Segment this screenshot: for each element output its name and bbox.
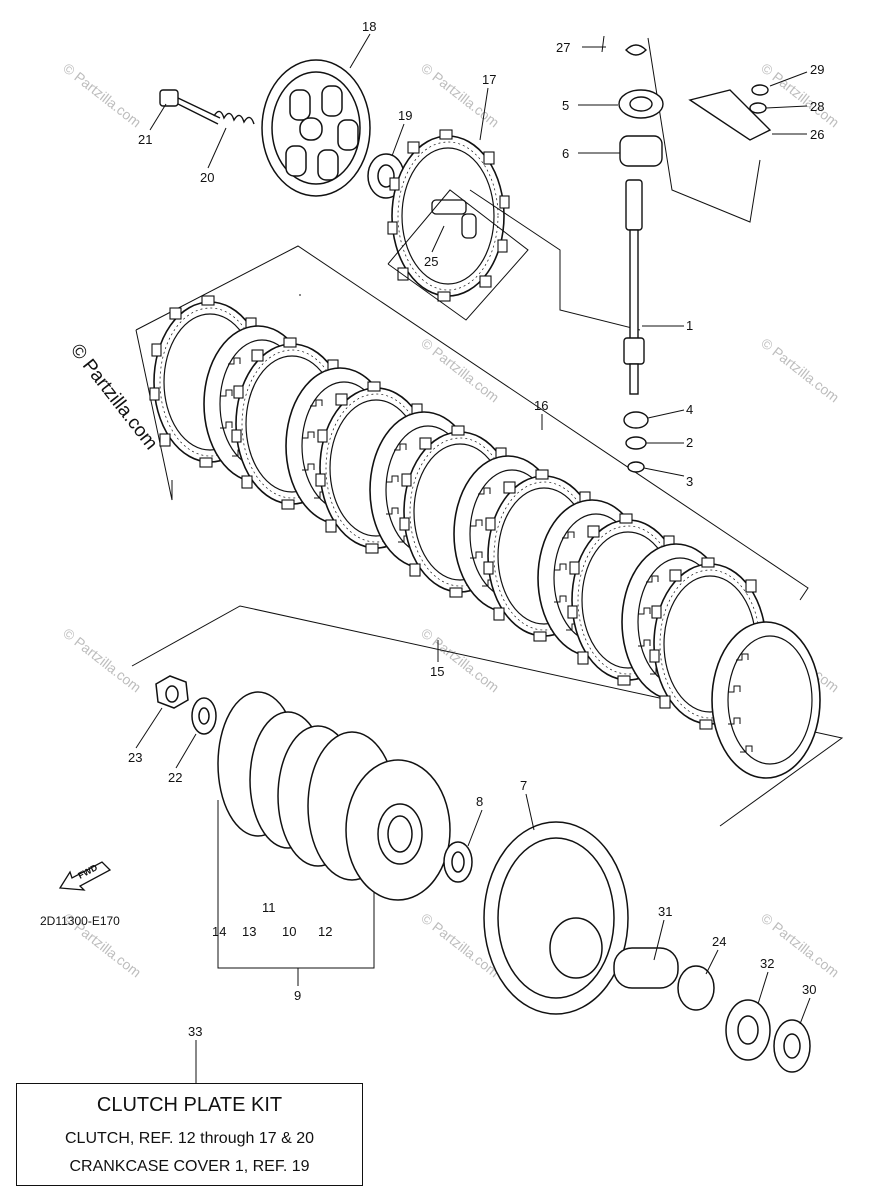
watermark: © Partzilla.com	[758, 60, 842, 131]
callout-9: 9	[294, 988, 301, 1003]
callout-29: 29	[810, 62, 824, 77]
watermark: © Partzilla.com	[418, 60, 502, 131]
callout-33: 33	[188, 1024, 202, 1039]
watermark-large: © Partzilla.com	[66, 340, 161, 454]
callout-numbers: 1 2 3 4 5 6 7 8 9 10 11 12 13 14 15 16 1…	[128, 19, 824, 1039]
callout-12: 12	[318, 924, 332, 939]
callout-31: 31	[658, 904, 672, 919]
callout-2: 2	[686, 435, 693, 450]
clutch-boss	[217, 691, 473, 901]
assembly-lines	[131, 35, 844, 969]
watermark: © Partzilla.com	[60, 60, 144, 131]
callout-23: 23	[128, 750, 142, 765]
callout-16: 16	[534, 398, 548, 413]
callout-15: 15	[430, 664, 444, 679]
callout-21: 21	[138, 132, 152, 147]
watermark: © Partzilla.com	[418, 625, 502, 696]
watermark: © Partzilla.com	[60, 625, 144, 696]
kit-line-1: CLUTCH, REF. 12 through 17 & 20	[64, 1130, 314, 1147]
pressure-plate	[261, 59, 371, 197]
clutch-plate-kit-box: CLUTCH PLATE KIT CLUTCH, REF. 12 through…	[16, 1083, 363, 1186]
leader-lines	[135, 33, 811, 1083]
callout-4: 4	[686, 402, 693, 417]
push-shaft	[618, 44, 772, 473]
kit-title: CLUTCH PLATE KIT	[96, 1094, 283, 1116]
callout-10: 10	[282, 924, 296, 939]
callout-28: 28	[810, 99, 824, 114]
callout-26: 26	[810, 127, 824, 142]
diagram-code: 2D11300-E170	[40, 914, 120, 928]
primary-driven-gear	[483, 821, 811, 1073]
fwd-arrow-icon: FWD	[58, 861, 112, 891]
callout-13: 13	[242, 924, 256, 939]
watermark: © Partzilla.com	[758, 335, 842, 406]
watermark: © Partzilla.com	[418, 335, 502, 406]
bolt-and-spring	[159, 89, 255, 125]
callout-20: 20	[200, 170, 214, 185]
friction-plate-17	[387, 129, 510, 302]
callout-5: 5	[562, 98, 569, 113]
callout-17: 17	[482, 72, 496, 87]
callout-7: 7	[520, 778, 527, 793]
callout-3: 3	[686, 474, 693, 489]
callout-27: 27	[556, 40, 570, 55]
callout-25: 25	[424, 254, 438, 269]
callout-1: 1	[686, 318, 693, 333]
callout-6: 6	[562, 146, 569, 161]
kit-line-2: CRANKCASE COVER 1, REF. 19	[69, 1158, 310, 1175]
callout-24: 24	[712, 934, 726, 949]
callout-18: 18	[362, 19, 376, 34]
nut-and-washer	[155, 675, 217, 735]
callout-19: 19	[398, 108, 412, 123]
callout-14: 14	[212, 924, 226, 939]
callout-30: 30	[802, 982, 816, 997]
callout-32: 32	[760, 956, 774, 971]
callout-11: 11	[262, 900, 276, 915]
callout-22: 22	[168, 770, 182, 785]
callout-8: 8	[476, 794, 483, 809]
